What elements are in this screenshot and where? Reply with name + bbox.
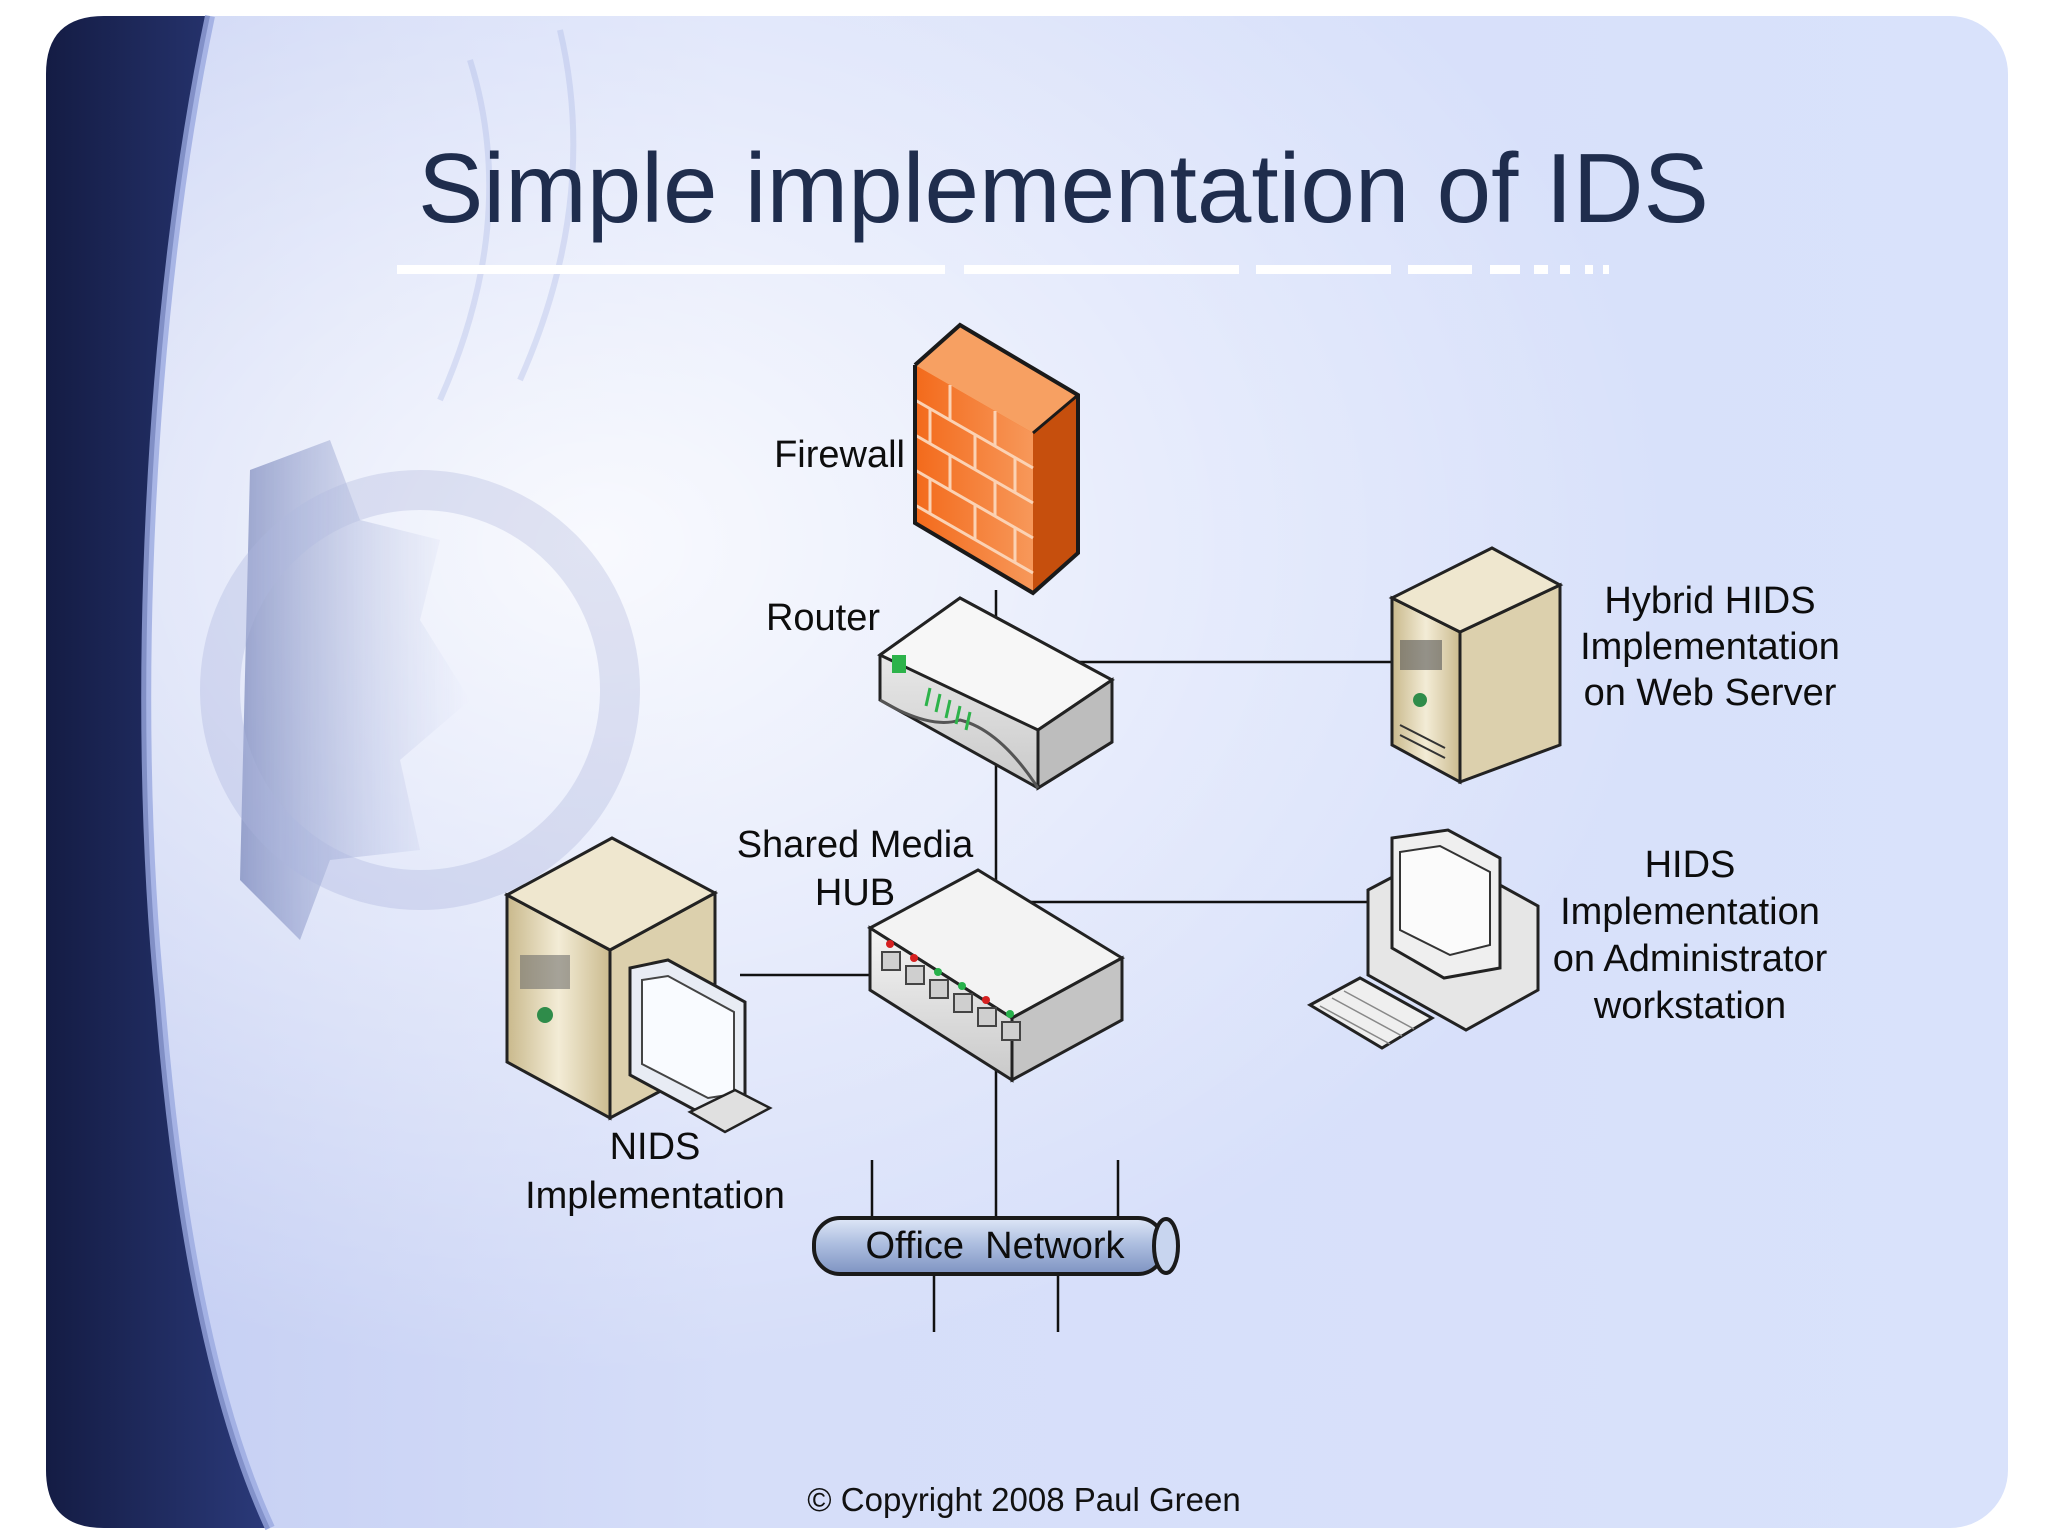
hub-label-line1: Shared Media xyxy=(736,824,974,866)
nids-label-line1: NIDS xyxy=(609,1126,701,1168)
network-bus-pipe-icon xyxy=(812,1216,1180,1276)
tower-server-icon xyxy=(1388,546,1564,785)
admin-label-line4: workstation xyxy=(1593,985,1787,1027)
hub-label-line2: HUB xyxy=(814,872,896,914)
hub-switch-icon xyxy=(867,868,1125,1083)
title-underline xyxy=(397,265,1609,274)
web-server-label-line2: Implementation xyxy=(1580,626,1840,668)
office-network-label: Office Network xyxy=(865,1225,1125,1267)
web-server-label-line1: Hybrid HIDS xyxy=(1604,580,1816,622)
copyright-footer: © Copyright 2008 Paul Green xyxy=(807,1481,1241,1518)
router-icon xyxy=(877,596,1115,791)
firewall-brick-wall-icon xyxy=(913,322,1080,596)
desktop-workstation-icon xyxy=(1306,828,1540,1050)
left-dark-band xyxy=(46,16,270,1528)
admin-label-line1: HIDS xyxy=(1644,844,1736,886)
router-label: Router xyxy=(765,597,880,639)
web-server-label-line3: on Web Server xyxy=(1583,672,1837,714)
nids-server-monitor-icon xyxy=(503,836,773,1134)
band-highlight-curve xyxy=(141,14,275,1531)
gear-decoration xyxy=(200,29,640,940)
firewall-label: Firewall xyxy=(774,434,905,476)
slide-title: Simple implementation of IDS xyxy=(418,133,1709,243)
nids-label-line2: Implementation xyxy=(525,1175,785,1217)
admin-label-line2: Implementation xyxy=(1560,891,1820,933)
admin-label-line3: on Administrator xyxy=(1552,938,1828,980)
